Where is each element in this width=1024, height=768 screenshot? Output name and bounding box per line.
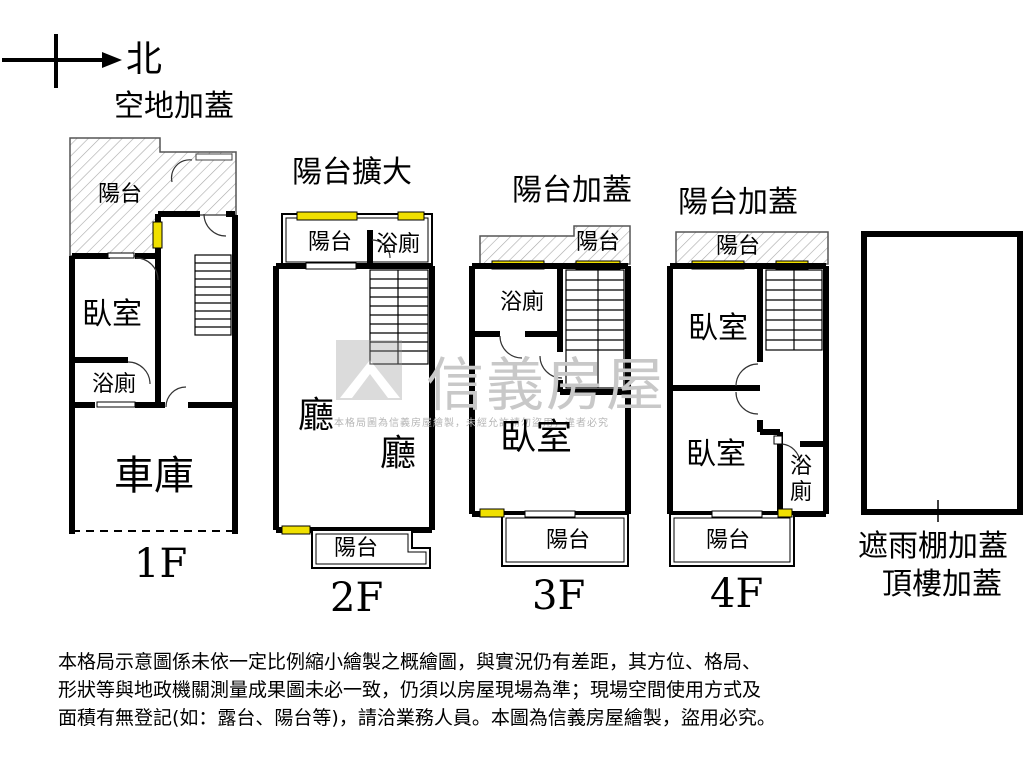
- f4-bathroom-label-2: 廁: [790, 480, 813, 505]
- roof-label-line2: 頂樓加蓋: [882, 567, 1002, 602]
- f2-hall-label-a: 廳: [298, 395, 335, 436]
- roof-outline: [861, 231, 1023, 515]
- floor-3f-plan: [469, 225, 631, 567]
- f2-balcony-top-label: 陽台: [308, 230, 353, 255]
- disclaimer-text: 本格局示意圖係未依一定比例縮小繪製之概繪圖，與實況仍有差距，其方位、格局、 形狀…: [58, 648, 978, 732]
- brand-logo-icon: [336, 340, 402, 400]
- f3-bedroom-label: 臥室: [500, 417, 573, 458]
- f1-bathroom-label: 浴廁: [92, 372, 137, 397]
- f4-addition-label: 陽台加蓋: [678, 185, 798, 220]
- f4-bathroom-label-1: 浴: [790, 454, 813, 479]
- floor-2f-label: 2F: [330, 575, 384, 621]
- watermark-text: 本格局圖為信義房屋繪製，未經允許請勿盜用，違者必究: [334, 418, 609, 429]
- disclaimer-line: 形狀等與地政機關測量成果圖未必一致，仍須以房屋現場為準；現場空間使用方式及: [58, 679, 762, 701]
- disclaimer-line: 本格局示意圖係未依一定比例縮小繪製之概繪圖，與實況仍有差距，其方位、格局、: [58, 651, 762, 673]
- f4-bedroom-b-label: 臥室: [686, 437, 746, 472]
- floor-1f-label: 1F: [134, 541, 188, 587]
- f2-addition-label: 陽台擴大: [292, 155, 412, 190]
- f1-addition-label: 空地加蓋: [114, 89, 234, 124]
- roof-label-line1: 遮雨棚加蓋: [858, 529, 1008, 564]
- floor-2f-plan: [273, 211, 435, 569]
- f3-balcony-bottom-label: 陽台: [546, 528, 591, 553]
- f1-garage-label: 車庫: [114, 453, 194, 499]
- floor-plan-drawing: [2, 34, 1023, 569]
- f4-bedroom-a-label: 臥室: [688, 311, 748, 346]
- floor-3f-label: 3F: [532, 573, 586, 619]
- f2-bathroom-label: 浴廁: [376, 232, 421, 257]
- floor-1f-plan: [69, 137, 238, 534]
- f3-bathroom-label: 浴廁: [500, 290, 545, 315]
- floor-4f-label: 4F: [710, 571, 764, 617]
- f3-balcony-top-label: 陽台: [576, 230, 621, 255]
- floor-4f-plan: [667, 231, 829, 567]
- f1-bedroom-label: 臥室: [82, 297, 142, 332]
- north-label: 北: [126, 39, 163, 80]
- f2-balcony-bottom-label: 陽台: [334, 536, 379, 561]
- f1-balcony-label: 陽台: [98, 182, 143, 207]
- north-arrow-icon: [2, 34, 122, 88]
- f2-hall-label-b: 廳: [380, 433, 417, 474]
- disclaimer-line: 面積有無登記(如：露台、陽台等)，請洽業務人員。本圖為信義房屋繪製，盜用必究。: [58, 707, 776, 729]
- watermark-brand: 信義房屋: [426, 351, 667, 419]
- f3-addition-label: 陽台加蓋: [512, 173, 632, 208]
- f4-balcony-top-label: 陽台: [716, 234, 761, 259]
- f4-balcony-bottom-label: 陽台: [706, 528, 751, 553]
